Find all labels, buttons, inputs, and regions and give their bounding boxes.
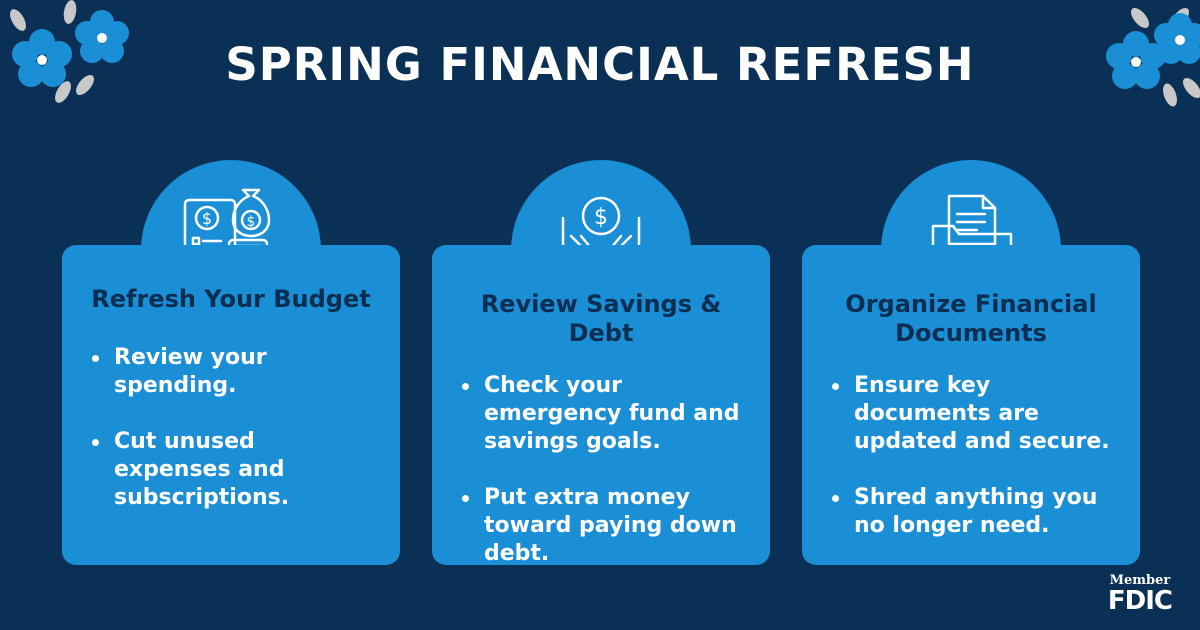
bullet-dot (92, 439, 99, 446)
fdic-logo-text: FDIC (1107, 586, 1173, 616)
list-item: Review your spending. (84, 344, 378, 400)
bullet-dot (832, 495, 839, 502)
flowers-left-decoration (10, 0, 129, 103)
card-review-savings: $ Review Savings & Debt Check your emerg… (432, 160, 770, 580)
bullet-text: Cut unused expenses and subscriptions. (114, 429, 290, 510)
bullet-list: Check your emergency fund and savings go… (454, 372, 748, 568)
bullet-dot (92, 355, 99, 362)
bullet-list: Review your spending. Cut unused expense… (84, 344, 378, 512)
card-refresh-budget: $ $ Refresh Your Budget Review your spen… (62, 160, 400, 580)
list-item: Put extra money toward paying down debt. (454, 484, 748, 568)
bullet-text: Ensure key documents are updated and sec… (854, 373, 1110, 454)
fdic-member-label: Member (1109, 573, 1171, 588)
bullet-dot (462, 495, 469, 502)
svg-text:$: $ (594, 205, 608, 230)
svg-text:$: $ (247, 214, 256, 230)
list-item: Ensure key documents are updated and sec… (824, 372, 1118, 456)
bullet-text: Review your spending. (114, 345, 267, 398)
page-title: SPRING FINANCIAL REFRESH (225, 38, 975, 91)
card-body: Review Savings & Debt Check your emergen… (432, 245, 770, 568)
fdic-badge: Member FDIC (1107, 573, 1173, 616)
list-item: Cut unused expenses and subscriptions. (84, 428, 378, 512)
card-body: Organize Financial Documents Ensure key … (802, 245, 1140, 565)
bullet-text: Put extra money toward paying down debt. (484, 485, 737, 566)
card-organize-documents: Organize Financial Documents Ensure key … (802, 160, 1140, 580)
flowers-right-decoration (1106, 8, 1200, 107)
bullet-text: Shred anything you no longer need. (854, 485, 1098, 538)
list-item: Check your emergency fund and savings go… (454, 372, 748, 456)
card-title: Review Savings & Debt (480, 290, 722, 347)
bullet-dot (462, 383, 469, 390)
card-title: Refresh Your Budget (91, 285, 371, 313)
list-item: Shred anything you no longer need. (824, 484, 1118, 540)
svg-text:$: $ (202, 209, 212, 228)
card-body: Refresh Your Budget Review your spending… (62, 245, 400, 565)
card-title: Organize Financial Documents (845, 290, 1097, 347)
bullet-list: Ensure key documents are updated and sec… (824, 372, 1118, 540)
bullet-text: Check your emergency fund and savings go… (484, 373, 740, 454)
bullet-dot (832, 383, 839, 390)
